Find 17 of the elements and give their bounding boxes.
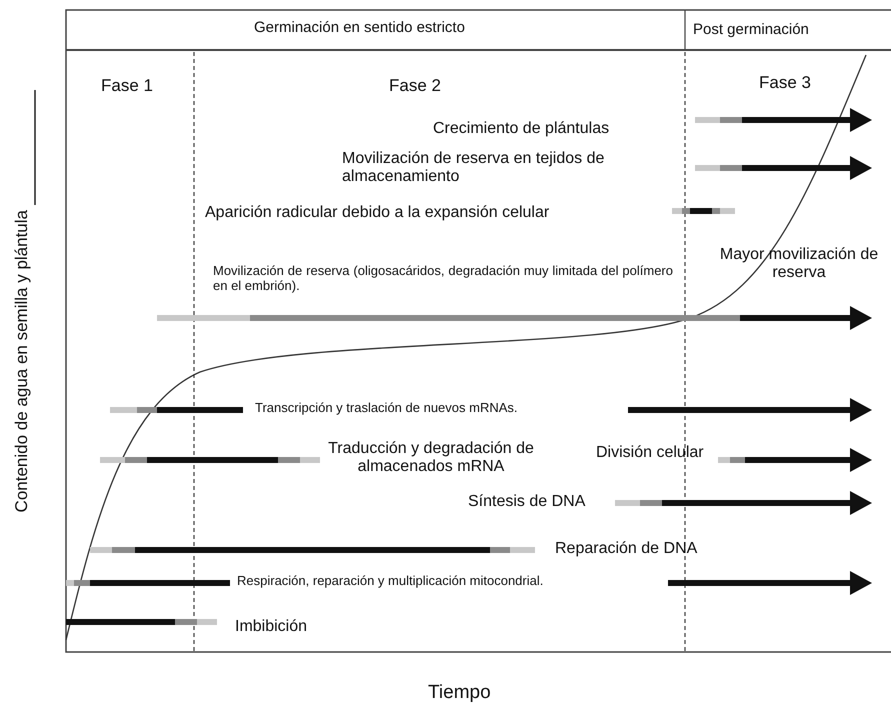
process-label: Aparición radicular debido a la expansión celular <box>205 204 550 222</box>
section-header: Post germinación <box>693 21 809 38</box>
axis-title: Tiempo <box>428 682 491 704</box>
phase-label: Fase 2 <box>389 76 441 96</box>
process-label: Movilización de reserva en tejidos de almacenamiento <box>342 150 606 187</box>
process-label: Síntesis de DNA <box>468 493 586 512</box>
process-label: Crecimiento de plántulas <box>433 120 610 138</box>
process-label: División celular <box>596 444 704 462</box>
phase-label: Fase 1 <box>101 76 153 96</box>
process-label: Movilización de reserva (oligosacáridos, degradación muy limitada del polímero en el embrión). <box>213 264 673 294</box>
process-label: Imbibición <box>235 618 308 636</box>
phase-label: Fase 3 <box>759 73 811 93</box>
section-header: Germinación en sentido estricto <box>254 19 465 36</box>
axis-title: Contenido de agua en semilla y plántula <box>12 210 32 512</box>
process-label: Traducción y degradación de almacenados mRNA <box>327 440 535 477</box>
process-label: Reparación de DNA <box>555 540 698 558</box>
process-label: Mayor movilización de reserva <box>718 246 880 283</box>
